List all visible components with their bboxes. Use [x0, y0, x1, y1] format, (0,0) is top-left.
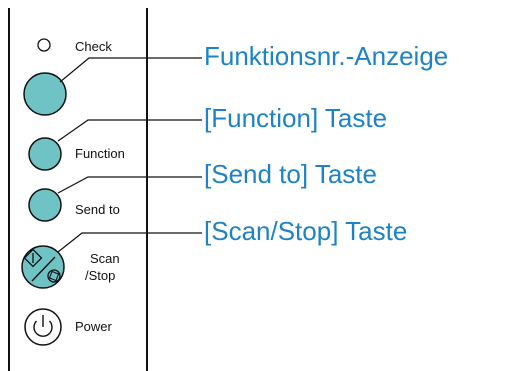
- function-button[interactable]: [28, 137, 62, 171]
- check-led: [37, 38, 51, 52]
- callout-send-to-button: [Send to] Taste: [204, 159, 377, 189]
- leader-line-scan-stop: [57, 232, 202, 253]
- callout-function-number-display: Funktionsnr.-Anzeige: [204, 41, 449, 71]
- function-number-display[interactable]: [23, 72, 67, 116]
- leader-line-display: [59, 57, 202, 83]
- leader-line-function: [57, 119, 202, 142]
- scan-stop-icon: [23, 248, 61, 283]
- power-label: Power: [75, 319, 112, 334]
- function-label: Function: [75, 146, 125, 161]
- callout-function-button: [Function] Taste: [204, 103, 388, 133]
- send-to-label: Send to: [75, 202, 120, 217]
- scan-label-line2: /Stop: [85, 268, 116, 283]
- leader-line-send-to: [57, 176, 202, 194]
- send-to-button[interactable]: [28, 188, 62, 222]
- callout-scan-stop-button: [Scan/Stop] Taste: [204, 216, 408, 246]
- power-button[interactable]: [24, 308, 62, 346]
- power-icon: [33, 315, 53, 337]
- check-label: Check: [75, 39, 112, 54]
- scan-label-line1: Scan: [90, 251, 120, 266]
- scan-stop-button[interactable]: [21, 245, 65, 289]
